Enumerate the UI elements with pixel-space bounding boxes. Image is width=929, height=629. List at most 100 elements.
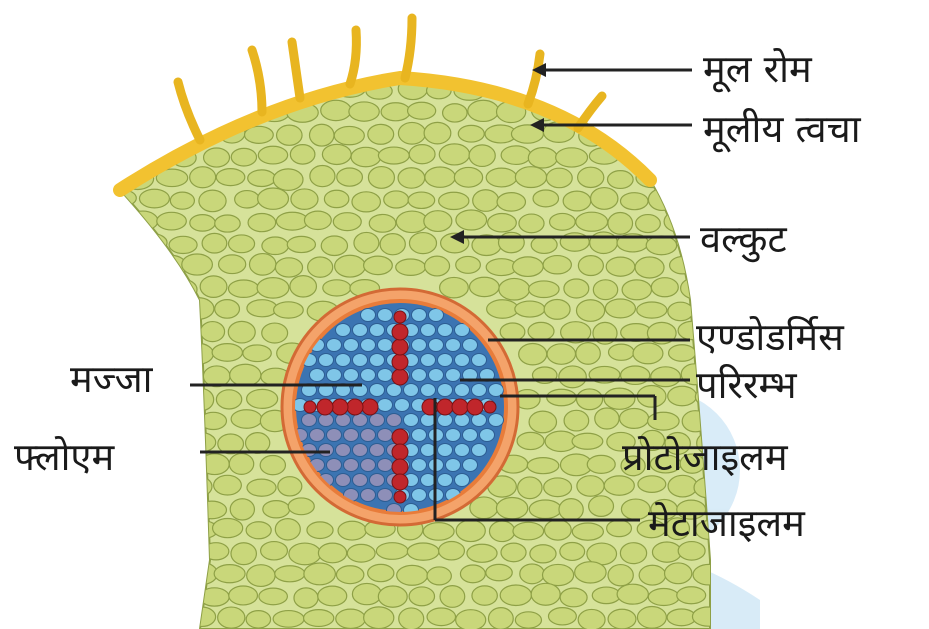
cortex-cell bbox=[576, 212, 608, 231]
cortex-cell bbox=[515, 167, 546, 188]
cortex-cell bbox=[351, 147, 381, 166]
cortex-cell bbox=[249, 254, 275, 276]
cortex-cell bbox=[169, 236, 197, 253]
phloem-cell bbox=[344, 459, 359, 472]
cortex-cell bbox=[248, 170, 276, 187]
cortex-cell bbox=[456, 520, 485, 542]
cortex-cell bbox=[488, 608, 513, 629]
cortex-cell bbox=[152, 566, 182, 585]
cortex-cell bbox=[155, 388, 185, 404]
cortex-cell bbox=[197, 501, 227, 519]
cortex-cell bbox=[200, 454, 229, 475]
cortex-cell bbox=[165, 279, 197, 301]
cortex-cell bbox=[141, 412, 170, 431]
cortex-cell bbox=[545, 520, 572, 540]
cortex-cell bbox=[517, 432, 544, 449]
cortex-cell bbox=[550, 213, 576, 230]
cortex-cell bbox=[542, 564, 573, 585]
label-phloem: फ्लोएम bbox=[14, 435, 115, 479]
cortex-cell bbox=[548, 608, 576, 625]
cortex-cell bbox=[587, 455, 615, 473]
phloem-cell bbox=[378, 459, 393, 472]
cortex-cell bbox=[257, 278, 289, 298]
cortex-cell bbox=[219, 255, 246, 274]
cortex-cell bbox=[99, 125, 126, 145]
cortex-cell bbox=[396, 211, 427, 233]
phloem-cell bbox=[387, 414, 402, 427]
cortex-cell bbox=[608, 609, 636, 629]
cortex-cell bbox=[126, 610, 153, 629]
cortex-cell bbox=[473, 190, 499, 212]
cortex-cell bbox=[216, 169, 245, 186]
cortex-cell bbox=[576, 343, 600, 365]
cortex-cell bbox=[230, 364, 261, 386]
cortex-cell bbox=[667, 609, 696, 626]
cortex-cell bbox=[140, 323, 169, 342]
cortex-cell bbox=[258, 146, 287, 164]
cortex-cell bbox=[106, 544, 138, 561]
cortex-cell bbox=[639, 565, 666, 585]
pith-cell bbox=[455, 354, 470, 367]
cortex-cell bbox=[609, 344, 634, 360]
cortex-cell bbox=[228, 235, 254, 253]
cortex-cell bbox=[215, 300, 240, 319]
xylem-cell bbox=[392, 369, 408, 385]
cortex-cell bbox=[129, 518, 153, 538]
cortex-cell bbox=[637, 606, 666, 628]
cortex-cell bbox=[168, 413, 195, 431]
phloem-cell bbox=[370, 444, 385, 457]
label-cortex: वल्कुट bbox=[700, 217, 787, 263]
cortex-cell bbox=[304, 563, 336, 585]
cortex-cell bbox=[190, 167, 216, 188]
cortex-cell bbox=[529, 281, 560, 298]
cortex-cell bbox=[231, 148, 256, 166]
cortex-cell bbox=[456, 210, 487, 230]
pith-cell bbox=[421, 414, 436, 427]
cortex-cell bbox=[520, 564, 545, 584]
label-pith: मज्जा bbox=[70, 357, 154, 401]
cortex-cell bbox=[497, 193, 525, 212]
cortex-cell bbox=[398, 122, 425, 144]
xylem-cell bbox=[392, 324, 408, 340]
pith-cell bbox=[327, 339, 342, 352]
cortex-cell bbox=[472, 586, 497, 605]
cortex-cell bbox=[544, 82, 576, 101]
cortex-cell bbox=[669, 345, 696, 361]
cortex-cell bbox=[440, 277, 469, 297]
cortex-cell bbox=[323, 280, 351, 296]
pith-cell bbox=[412, 459, 427, 472]
pith-cell bbox=[438, 324, 453, 337]
cortex-cell bbox=[646, 236, 676, 255]
cortex-cell bbox=[170, 192, 194, 209]
cortex-cell bbox=[337, 168, 363, 186]
cortex-cell bbox=[619, 102, 644, 120]
phloem-cell bbox=[361, 489, 376, 502]
cortex-cell bbox=[288, 498, 314, 515]
cortex-cell bbox=[95, 607, 124, 627]
cortex-cell bbox=[114, 324, 139, 343]
pith-cell bbox=[480, 429, 495, 442]
cortex-cell bbox=[381, 103, 410, 121]
xylem-cell bbox=[452, 399, 468, 415]
pith-cell bbox=[429, 339, 444, 352]
cortex-cell bbox=[318, 586, 347, 606]
cortex-cell bbox=[378, 586, 407, 607]
cortex-cell bbox=[287, 236, 315, 252]
cortex-cell bbox=[307, 522, 333, 539]
cortex-cell bbox=[635, 257, 664, 278]
pith-cell bbox=[455, 474, 470, 487]
pith-cell bbox=[438, 474, 453, 487]
cortex-cell bbox=[304, 211, 331, 229]
xylem-cell bbox=[362, 399, 378, 415]
cortex-cell bbox=[334, 126, 364, 144]
cortex-cell bbox=[115, 457, 139, 474]
cortex-cell bbox=[352, 192, 380, 212]
pith-cell bbox=[446, 429, 461, 442]
cortex-cell bbox=[529, 411, 556, 433]
cortex-cell bbox=[247, 389, 278, 408]
pith-cell bbox=[378, 309, 393, 322]
xylem-cell bbox=[484, 401, 496, 413]
cortex-cell bbox=[158, 300, 185, 320]
cortex-cell bbox=[273, 611, 304, 628]
cortex-cell bbox=[486, 168, 517, 187]
